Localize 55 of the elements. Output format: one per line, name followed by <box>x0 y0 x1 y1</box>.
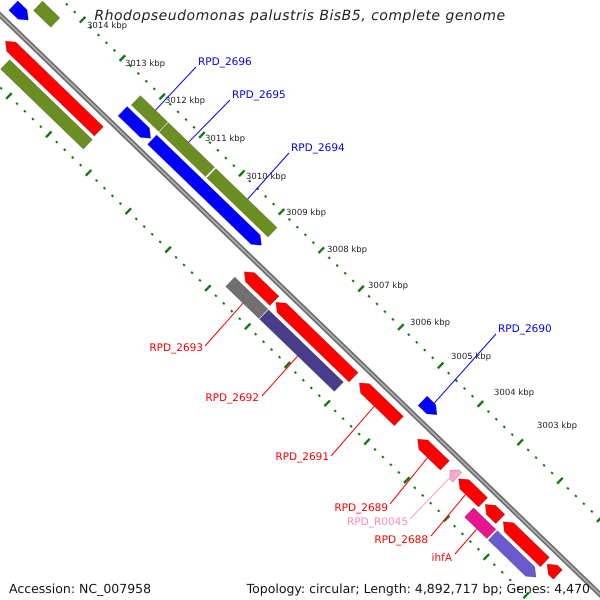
gene-label: RPD_2692 <box>205 393 259 405</box>
leader-line <box>262 356 298 396</box>
gene-glyph <box>449 470 462 482</box>
scale-label: 3010 kbp <box>246 173 286 182</box>
gene-glyph <box>488 530 536 578</box>
gene-glyph <box>5 40 104 137</box>
gene-label: RPD_R0045 <box>347 517 408 529</box>
leader-line <box>434 334 496 404</box>
gene-label: RPD_2688 <box>374 535 428 547</box>
gene-glyph <box>546 564 563 580</box>
gene-label: RPD_2693 <box>149 343 203 355</box>
gene-label: RPD_2695 <box>232 90 286 102</box>
gene-label: RPD_2691 <box>275 452 329 464</box>
gene-glyph <box>8 0 29 21</box>
gene-glyph <box>418 396 438 416</box>
gene-label: ihfA <box>432 553 452 565</box>
gene-label: RPD_2690 <box>498 324 552 336</box>
leader-line <box>410 478 450 520</box>
gene-glyph <box>484 504 506 524</box>
gene-label: RPD_2696 <box>198 57 252 69</box>
leader-line <box>330 406 375 456</box>
gene-glyph <box>458 478 488 508</box>
gene-glyph <box>358 382 404 426</box>
scale-label: 3005 kbp <box>451 353 492 362</box>
gene-glyph <box>244 271 280 306</box>
accession-text: Accession: NC_007958 <box>9 582 152 596</box>
leader-line <box>204 302 244 346</box>
scale-label: 3007 kbp <box>368 282 408 292</box>
genome-summary-text: Topology: circular; Length: 4,892,717 bp; Genes: 4,470 <box>246 582 590 596</box>
gene-glyph <box>225 276 268 319</box>
scale-label: 3008 kbp <box>327 246 368 256</box>
leader-line <box>188 100 230 143</box>
scale-label: 3009 kbp <box>286 209 326 218</box>
gene-glyph <box>33 0 60 28</box>
scale-label: 3003 kbp <box>537 422 578 432</box>
gene-glyph <box>464 507 496 540</box>
leader-line <box>155 66 196 111</box>
leader-line <box>430 494 466 536</box>
leader-line <box>390 457 428 504</box>
scale-label: 3006 kbp <box>410 319 450 328</box>
leader-line <box>247 152 290 200</box>
scale-label: 3014 kbp <box>87 22 128 32</box>
gene-label: RPD_2694 <box>291 143 345 155</box>
gene-glyph <box>275 302 359 382</box>
gene-glyph <box>118 106 152 139</box>
gene-glyph <box>0 59 93 150</box>
scale-label: 3004 kbp <box>494 389 534 398</box>
gene-label: RPD_2689 <box>334 503 388 515</box>
gene-glyph <box>502 521 550 568</box>
scale-label: 3013 kbp <box>125 60 166 70</box>
leader-line <box>454 528 478 554</box>
scale-label: 3011 kbp <box>205 135 246 144</box>
gene-glyph <box>417 438 450 471</box>
scale-label: 3012 kbp <box>165 97 206 106</box>
gene-glyph <box>259 309 344 392</box>
